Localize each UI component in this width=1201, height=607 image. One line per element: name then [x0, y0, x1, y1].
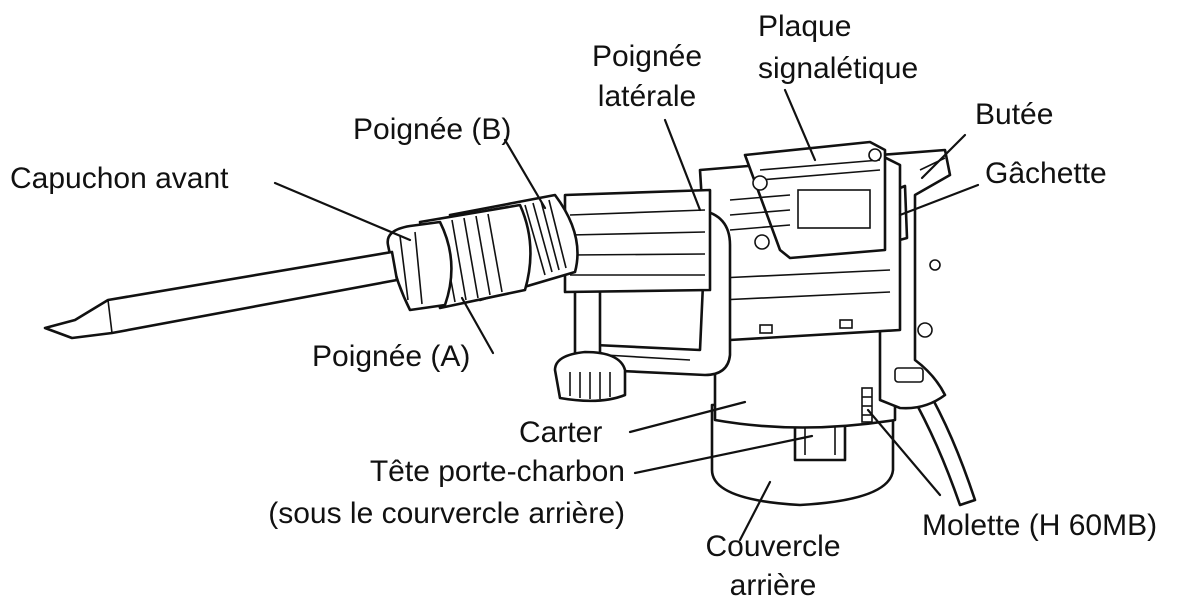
label-knob: Molette (H 60MB) [922, 509, 1158, 542]
power-cord [908, 383, 977, 507]
label-side-handle-line2: latérale [597, 80, 697, 113]
name-plate-shape [729, 140, 887, 260]
housing-shape [713, 323, 897, 429]
label-name-plate-line1: Plaque [758, 10, 852, 43]
leader-lines [273, 88, 980, 542]
label-front-cap: Capuchon avant [10, 162, 229, 195]
label-trigger: Gâchette [985, 157, 1107, 190]
label-brush-holder-line1: Tête porte-charbon [369, 455, 625, 488]
label-grip-b: Poignée (B) [353, 113, 512, 146]
label-stopper: Butée [975, 98, 1054, 131]
label-name-plate-line2: signalétique [758, 52, 919, 85]
label-side-handle-line1: Poignée [591, 40, 703, 73]
label-grip-a: Poignée (A) [312, 340, 471, 373]
chisel-bit-shape [43, 250, 399, 340]
barrel-shape [563, 188, 712, 294]
label-rear-cover-line2: arrière [729, 569, 817, 602]
front-cap-shape [386, 220, 453, 312]
label-rear-cover-line1: Couvercle [705, 530, 841, 563]
label-housing: Carter [519, 416, 603, 449]
label-brush-holder-line2: (sous le courvercle arrière) [268, 497, 625, 530]
